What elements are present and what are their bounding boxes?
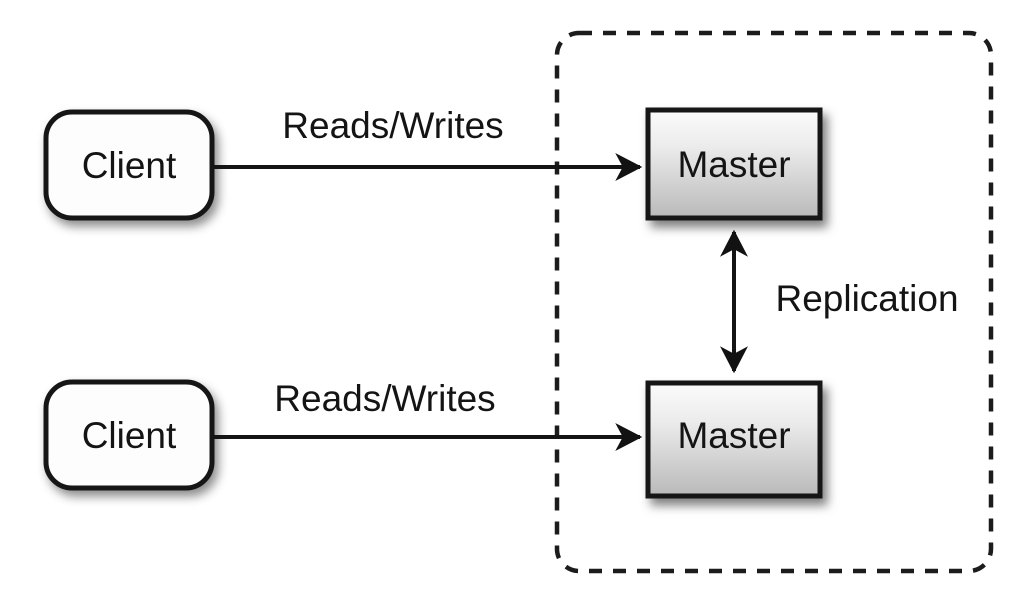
master-bottom-label: Master	[677, 415, 790, 456]
edge-master-replication-label: Replication	[775, 278, 958, 319]
node-master-top[interactable]: Master	[645, 107, 823, 221]
node-master-bottom[interactable]: Master	[645, 380, 823, 499]
edge-client-bottom-master-bottom-label: Reads/Writes	[274, 378, 495, 419]
node-client-top[interactable]: Client	[43, 109, 215, 221]
master-top-shape	[645, 107, 823, 221]
client-bottom-label: Client	[82, 415, 177, 456]
replication-cluster-boundary	[554, 30, 994, 574]
edge-client-bottom-master-bottom[interactable]: Reads/Writes	[212, 378, 643, 451]
master-top-label: Master	[677, 144, 790, 185]
edge-client-top-master-top[interactable]: Reads/Writes	[212, 105, 643, 181]
master-bottom-shape	[645, 380, 823, 499]
node-client-bottom[interactable]: Client	[43, 379, 215, 491]
client-top-label: Client	[82, 145, 177, 186]
edge-master-replication[interactable]: Replication	[720, 229, 959, 374]
edge-client-top-master-top-label: Reads/Writes	[282, 105, 503, 146]
